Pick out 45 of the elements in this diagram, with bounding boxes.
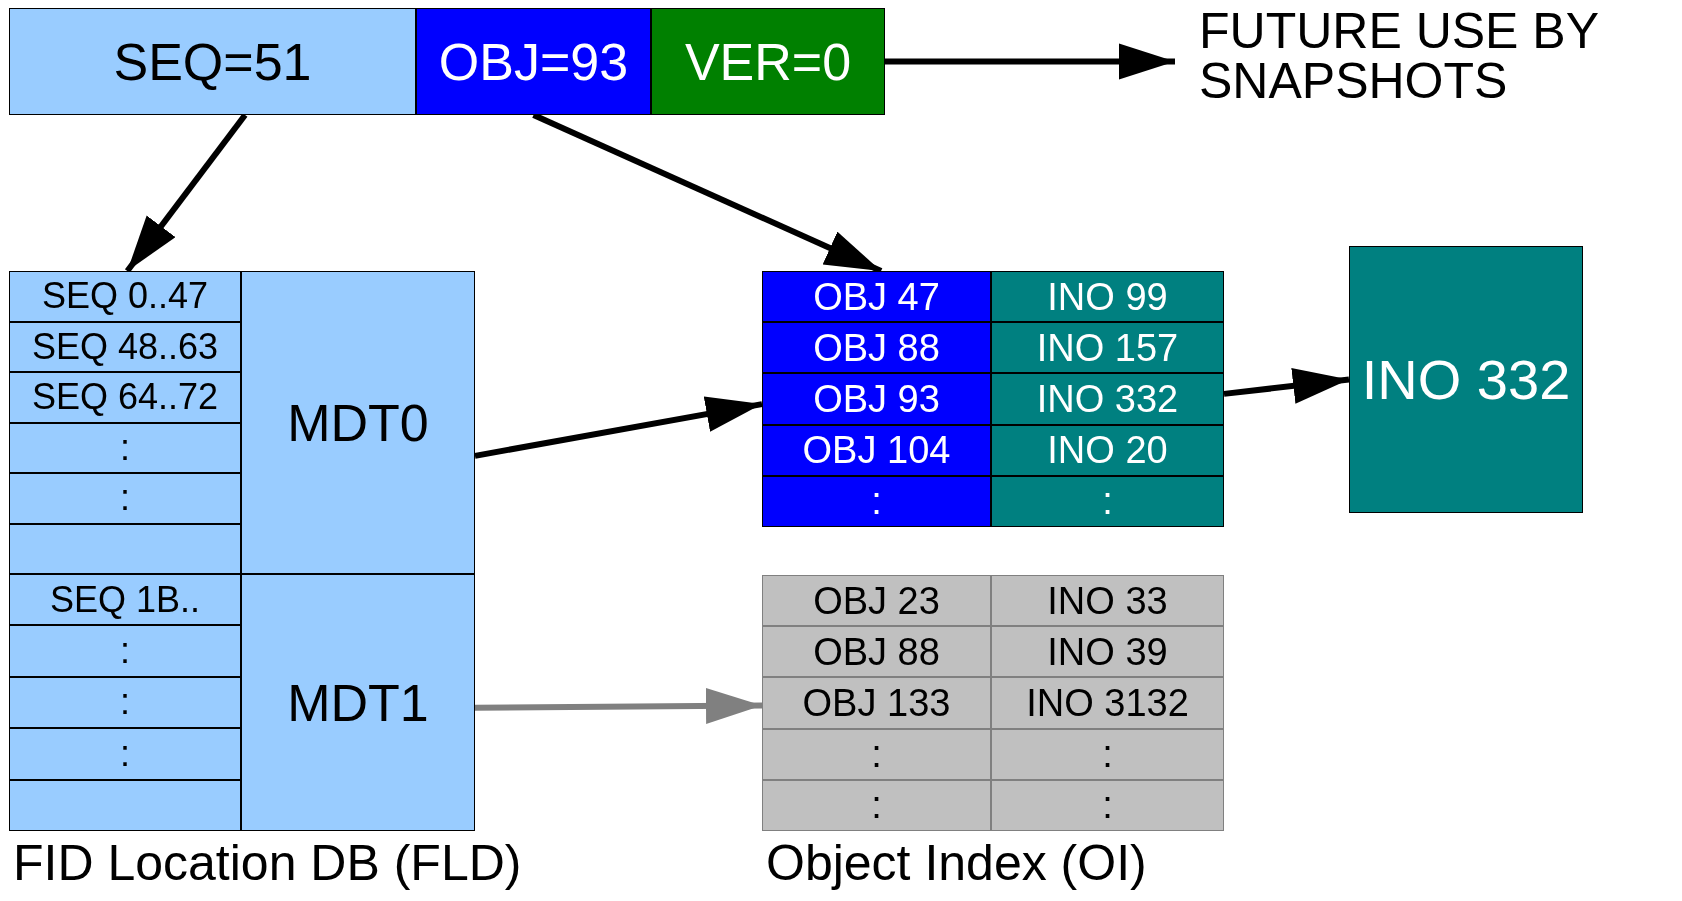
table-cell: MDT1 — [241, 574, 475, 831]
note-text: FUTURE USE BY SNAPSHOTS — [1199, 6, 1679, 124]
table-caption: Object Index (OI) — [766, 838, 1147, 888]
table-cell: SEQ 0..47 — [9, 271, 241, 322]
table-cell: : — [762, 779, 991, 831]
table-cell: INO 99 — [991, 271, 1224, 323]
empty-cell — [9, 779, 241, 831]
table-cell: OBJ 47 — [762, 271, 991, 323]
table-cell: INO 3132 — [991, 677, 1224, 729]
arrow — [475, 687, 762, 724]
table-cell: INO 332 — [991, 373, 1224, 425]
table-cell: SEQ 1B.. — [9, 574, 241, 626]
table-cell: SEQ 64..72 — [9, 372, 241, 423]
table-cell: : — [9, 728, 241, 780]
table-cell: : — [9, 422, 241, 473]
table-cell: : — [9, 625, 241, 677]
table-cell: : — [9, 676, 241, 729]
inode-box: INO 332 — [1349, 246, 1583, 513]
table-cell: OBJ 23 — [762, 575, 991, 627]
table-cell: INO 33 — [991, 575, 1224, 627]
field-cell: VER=0 — [651, 8, 885, 115]
empty-cell — [9, 523, 241, 574]
table-cell: OBJ 88 — [762, 626, 991, 678]
arrow — [124, 113, 248, 273]
field-cell: OBJ=93 — [416, 8, 651, 115]
arrow — [474, 396, 763, 459]
table-cell: OBJ 133 — [762, 677, 991, 729]
table-cell: INO 39 — [991, 626, 1224, 678]
table-cell: SEQ 48..63 — [9, 321, 241, 372]
table-cell: OBJ 88 — [762, 322, 991, 374]
table-cell: : — [9, 473, 241, 524]
table-cell: : — [762, 728, 991, 780]
table-cell: OBJ 104 — [762, 424, 991, 476]
field-cell: SEQ=51 — [9, 8, 416, 115]
table-caption: FID Location DB (FLD) — [13, 838, 522, 888]
table-cell: : — [991, 475, 1224, 527]
table-cell: MDT0 — [241, 271, 475, 574]
arrow — [885, 43, 1175, 80]
table-cell: INO 20 — [991, 424, 1224, 476]
table-cell: : — [991, 728, 1224, 780]
table-cell: : — [991, 779, 1224, 831]
table-cell: OBJ 93 — [762, 373, 991, 425]
arrow — [1223, 368, 1350, 404]
table-cell: INO 157 — [991, 322, 1224, 374]
table-cell: : — [762, 475, 991, 527]
